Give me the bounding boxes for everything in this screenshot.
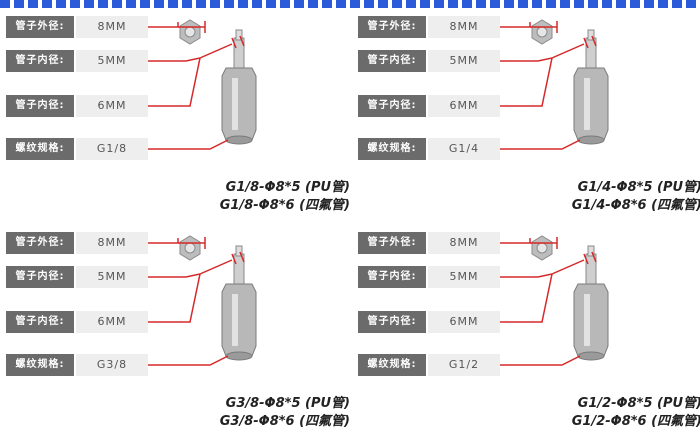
- inner-diameter-value: 6MM: [76, 95, 148, 117]
- inner-diameter-value: 5MM: [428, 266, 500, 288]
- outer-diameter-label: 管子外径:: [358, 232, 426, 254]
- caption-pu-tube: G1/8-Φ8*5 (PU管): [225, 180, 350, 195]
- fitting-diagram: [500, 19, 609, 150]
- nut-icon: [531, 19, 553, 45]
- thread-spec-value: G1/4: [428, 138, 500, 160]
- caption-ptfe-tube: G1/8-Φ8*6 (四氟管): [219, 198, 350, 213]
- outer-diameter-row: 管子外径: 8MM: [358, 16, 500, 38]
- inner-diameter-row-pu: 管子内径: 5MM: [358, 266, 500, 288]
- inner-diameter-value: 6MM: [428, 95, 500, 117]
- inner-diameter-value: 5MM: [428, 50, 500, 72]
- thread-spec-label: 螺纹规格:: [6, 354, 74, 376]
- top-dashed-border: [0, 0, 700, 8]
- outer-diameter-value: 8MM: [428, 232, 500, 254]
- fitting-icon: [573, 29, 609, 145]
- inner-diameter-row-pu: 管子内径: 5MM: [6, 266, 148, 288]
- fitting-icon: [221, 29, 257, 145]
- inner-diameter-value: 5MM: [76, 266, 148, 288]
- inner-diameter-label: 管子内径:: [358, 311, 426, 333]
- thread-spec-value: G1/8: [76, 138, 148, 160]
- fitting-diagram: [148, 19, 257, 150]
- spec-panel-g1-2: 管子外径: 8MM 管子内径: 5MM 管子内径: 6MM 螺纹规格: G1/2…: [352, 216, 700, 432]
- inner-diameter-label: 管子内径:: [6, 266, 74, 288]
- thread-spec-row: 螺纹规格: G1/2: [358, 354, 500, 376]
- spec-panel-g1-4: 管子外径: 8MM 管子内径: 5MM 管子内径: 6MM 螺纹规格: G1/4…: [352, 0, 700, 216]
- dimension-lines: [500, 21, 597, 150]
- inner-diameter-label: 管子内径:: [358, 50, 426, 72]
- outer-diameter-value: 8MM: [428, 16, 500, 38]
- inner-diameter-label: 管子内径:: [6, 50, 74, 72]
- outer-diameter-label: 管子外径:: [6, 16, 74, 38]
- inner-diameter-row-pu: 管子内径: 5MM: [6, 50, 148, 72]
- dimension-lines: [500, 237, 597, 366]
- fitting-diagram: [500, 235, 609, 366]
- inner-diameter-row-ptfe: 管子内径: 6MM: [6, 95, 148, 117]
- thread-spec-row: 螺纹规格: G1/4: [358, 138, 500, 160]
- nut-icon: [531, 235, 553, 261]
- inner-diameter-row-ptfe: 管子内径: 6MM: [358, 311, 500, 333]
- outer-diameter-label: 管子外径:: [6, 232, 74, 254]
- outer-diameter-row: 管子外径: 8MM: [6, 16, 148, 38]
- thread-spec-row: 螺纹规格: G3/8: [6, 354, 148, 376]
- inner-diameter-value: 5MM: [76, 50, 148, 72]
- inner-diameter-row-ptfe: 管子内径: 6MM: [358, 95, 500, 117]
- outer-diameter-value: 8MM: [76, 16, 148, 38]
- fitting-icon: [221, 245, 257, 361]
- outer-diameter-value: 8MM: [76, 232, 148, 254]
- outer-diameter-row: 管子外径: 8MM: [6, 232, 148, 254]
- outer-diameter-label: 管子外径:: [358, 16, 426, 38]
- inner-diameter-row-ptfe: 管子内径: 6MM: [6, 311, 148, 333]
- outer-diameter-row: 管子外径: 8MM: [358, 232, 500, 254]
- inner-diameter-label: 管子内径:: [6, 311, 74, 333]
- inner-diameter-label: 管子内径:: [6, 95, 74, 117]
- spec-panel-g3-8: 管子外径: 8MM 管子内径: 5MM 管子内径: 6MM 螺纹规格: G3/8…: [0, 216, 350, 432]
- fitting-diagram: [148, 235, 257, 366]
- caption-ptfe-tube: G3/8-Φ8*6 (四氟管): [219, 414, 350, 429]
- caption-ptfe-tube: G1/2-Φ8*6 (四氟管): [571, 414, 700, 429]
- caption-ptfe-tube: G1/4-Φ8*6 (四氟管): [571, 198, 700, 213]
- inner-diameter-value: 6MM: [76, 311, 148, 333]
- caption-pu-tube: G1/2-Φ8*5 (PU管): [577, 396, 700, 411]
- caption-pu-tube: G1/4-Φ8*5 (PU管): [577, 180, 700, 195]
- thread-spec-label: 螺纹规格:: [6, 138, 74, 160]
- nut-icon: [179, 19, 201, 45]
- inner-diameter-value: 6MM: [428, 311, 500, 333]
- thread-spec-value: G1/2: [428, 354, 500, 376]
- dimension-lines: [148, 237, 245, 366]
- inner-diameter-label: 管子内径:: [358, 95, 426, 117]
- inner-diameter-row-pu: 管子内径: 5MM: [358, 50, 500, 72]
- dimension-lines: [148, 21, 245, 150]
- spec-panel-g1-8: 管子外径: 8MM 管子内径: 5MM 管子内径: 6MM 螺纹规格: G1/8…: [0, 0, 350, 216]
- thread-spec-label: 螺纹规格:: [358, 138, 426, 160]
- thread-spec-label: 螺纹规格:: [358, 354, 426, 376]
- nut-icon: [179, 235, 201, 261]
- inner-diameter-label: 管子内径:: [358, 266, 426, 288]
- caption-pu-tube: G3/8-Φ8*5 (PU管): [225, 396, 350, 411]
- fitting-icon: [573, 245, 609, 361]
- thread-spec-row: 螺纹规格: G1/8: [6, 138, 148, 160]
- thread-spec-value: G3/8: [76, 354, 148, 376]
